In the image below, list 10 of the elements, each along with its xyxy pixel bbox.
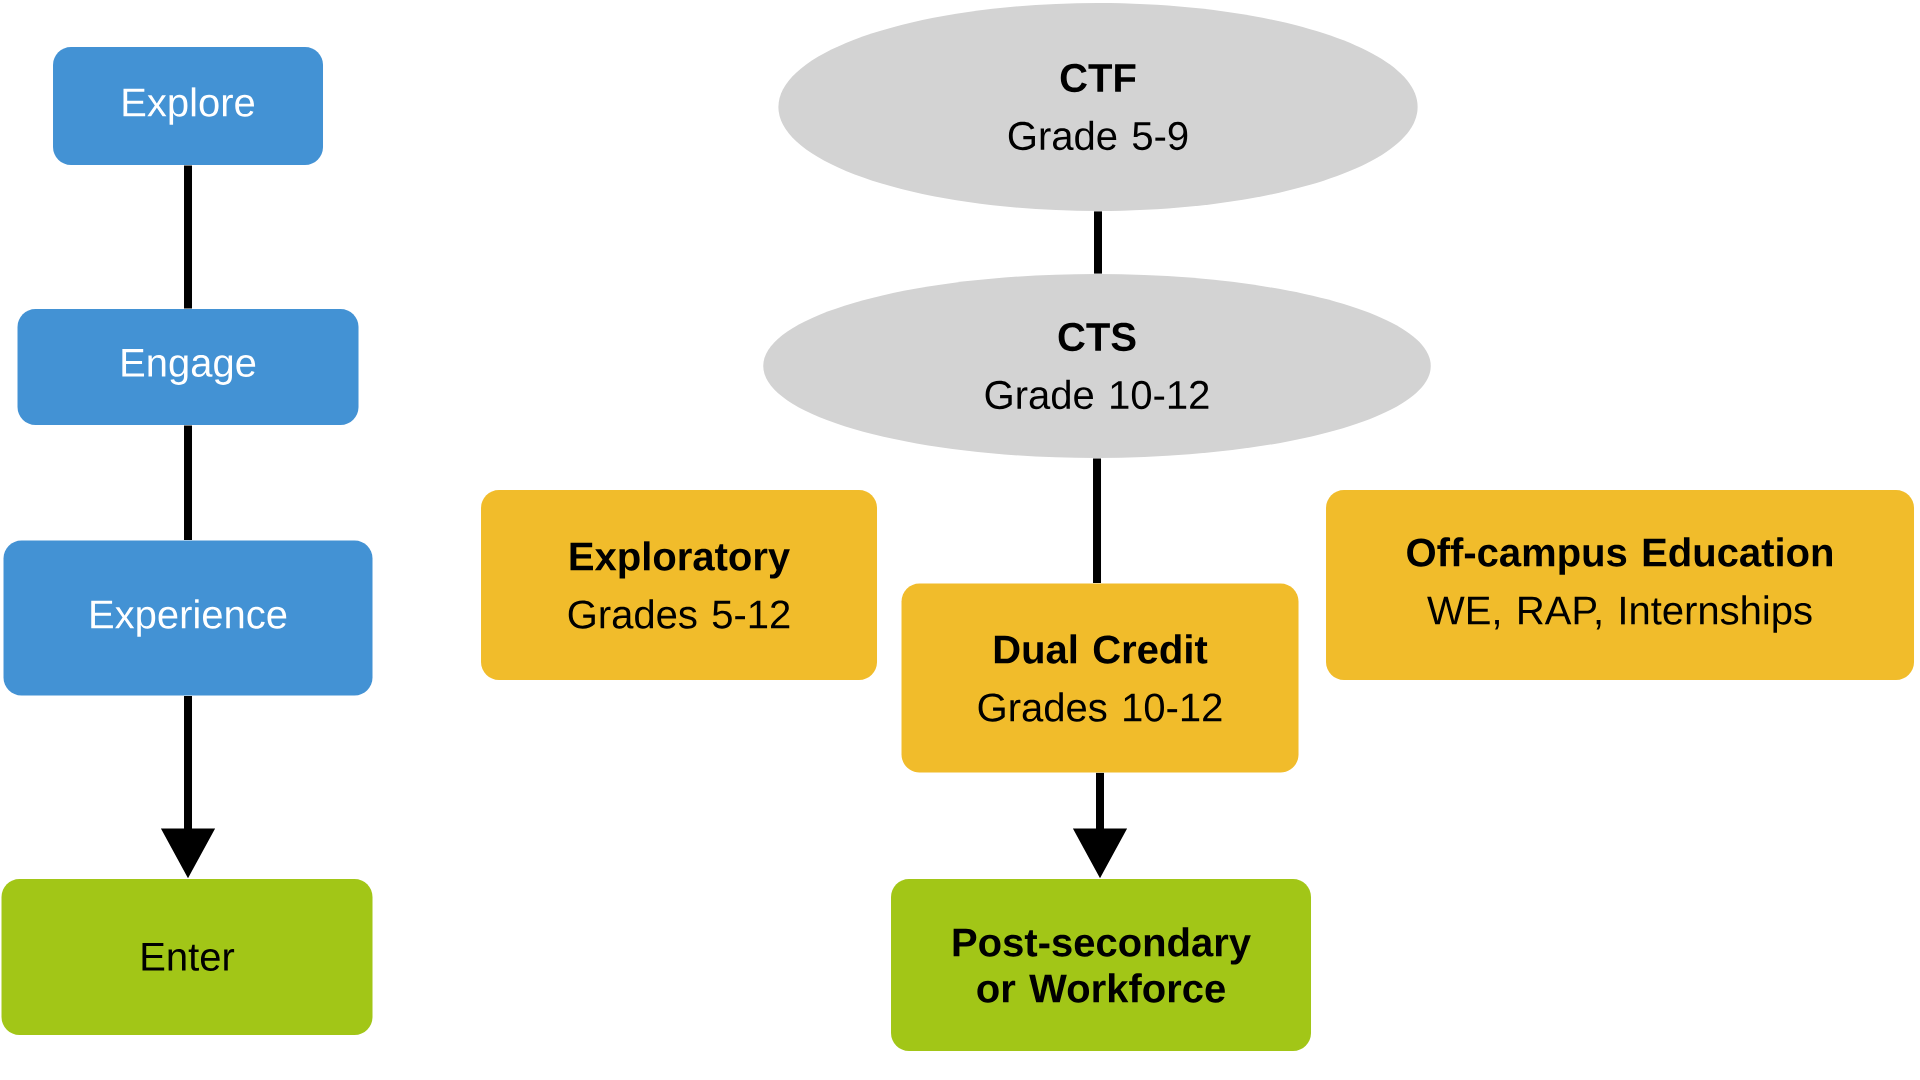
program-box: Off-campus Education WE, RAP, Internships — [1326, 490, 1914, 680]
process-box: Explore — [53, 47, 323, 165]
ellipse-node: CTS Grade 10-12 — [763, 274, 1431, 458]
process-box: Engage — [17, 309, 359, 425]
program-box: Exploratory Grades 5-12 — [481, 490, 877, 680]
outcome-box: Enter — [1, 879, 373, 1035]
outcome-box: Post-secondary or Workforce — [891, 879, 1311, 1051]
ellipse-node: CTF Grade 5-9 — [778, 3, 1418, 211]
process-box: Experience — [3, 540, 373, 696]
program-box: Dual Credit Grades 10-12 — [901, 583, 1299, 773]
